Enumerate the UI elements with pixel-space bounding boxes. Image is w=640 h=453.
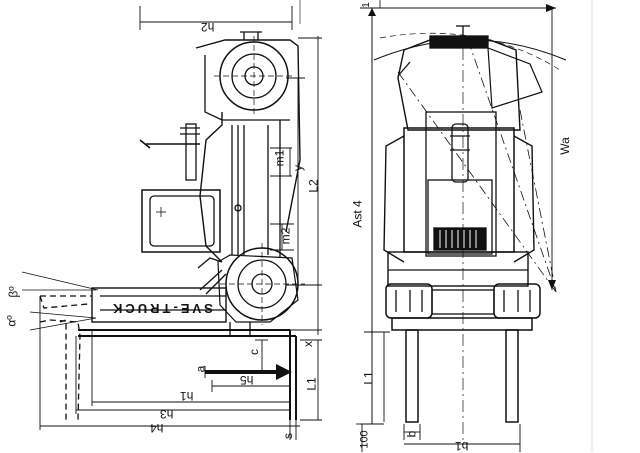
dim-label-Wa: Wa	[557, 137, 572, 155]
dim-label-h3: h3	[160, 407, 174, 421]
dim-label-c: c	[247, 349, 261, 355]
angle-label-alpha: αº	[4, 315, 19, 327]
dim-label-b1: b1	[455, 439, 469, 453]
angle-label-beta: βº	[6, 286, 21, 298]
dim-label-h2: h2	[201, 20, 215, 34]
dim-label-h5: h5	[240, 373, 254, 387]
dim-label-h4: h4	[150, 421, 164, 435]
dim-label-100: 100	[358, 430, 371, 449]
dim-label-m1: m1	[272, 149, 287, 167]
dim-label-s: s	[281, 433, 295, 439]
dim-label-L2: L2	[306, 179, 321, 193]
dim-label-y: y	[291, 165, 305, 171]
dim-label-a: a	[193, 365, 208, 373]
dim-label-top-1: 1	[360, 2, 372, 8]
side-view	[21, 0, 322, 440]
dim-label-L1-side: L1	[304, 377, 319, 391]
dim-label-m2: m2	[278, 227, 293, 245]
dim-label-h1: h1	[180, 389, 194, 403]
dim-label-Ast4: Ast 4	[350, 200, 365, 228]
dim-label-L1-front: L1	[361, 371, 376, 385]
dim-label-b: b	[404, 430, 419, 438]
front-view	[356, 0, 567, 452]
brand-lettering: SVE-TRUCK	[110, 301, 213, 316]
dim-label-x: x	[301, 341, 315, 347]
